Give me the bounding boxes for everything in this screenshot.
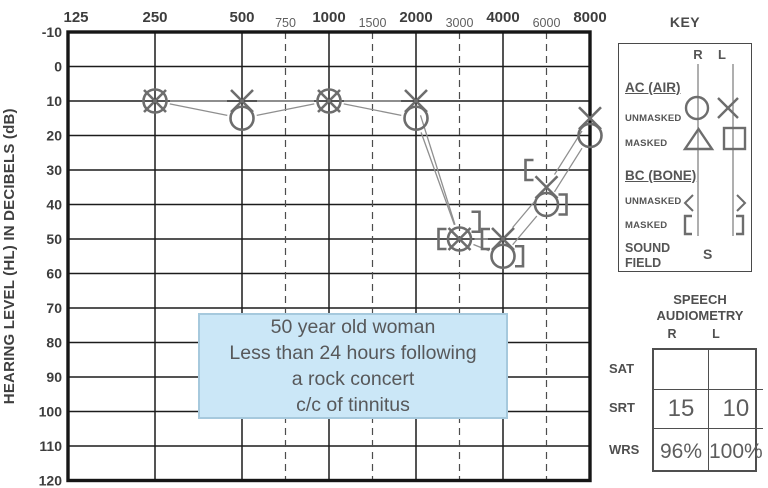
right-ear-bone-masked: [437, 158, 534, 251]
x-tick-label: 4000: [486, 9, 519, 26]
x-tick-label-interoctave: 6000: [533, 16, 561, 30]
key-ac-unmasked-right-circle-icon: [684, 95, 710, 121]
key-ac-unmasked-left-x-icon: [717, 97, 739, 119]
y-tick-label: 110: [39, 438, 62, 454]
y-tick-label: -10: [42, 24, 62, 40]
speech-row-srt-label: SRT: [609, 400, 635, 415]
speech-title-line2: AUDIOMETRY: [656, 308, 744, 323]
key-bc-heading: BC (BONE): [625, 168, 697, 183]
y-tick-label: 100: [39, 404, 63, 420]
speech-table: 15 10 96% 100%: [652, 348, 763, 472]
case-note-line-1: 50 year old woman: [270, 316, 436, 338]
key-bc-masked-right-bracket-icon: [683, 214, 692, 236]
case-note: 50 year old woman Less than 24 hours fol…: [198, 313, 508, 419]
y-tick-label: 0: [54, 59, 62, 75]
speech-title-line1: SPEECH: [673, 292, 727, 307]
speech-col-right-label: R: [667, 327, 677, 341]
x-tick-label: 2000: [399, 9, 432, 26]
key-col-left-label: L: [718, 47, 726, 62]
y-tick-label: 20: [46, 128, 62, 144]
y-tick-label: 60: [46, 266, 62, 282]
key-bc-masked-label: MASKED: [625, 220, 668, 231]
y-tick-label: 10: [46, 93, 62, 109]
y-axis-title: HEARING LEVEL (HL) IN DECIBELS (dB): [1, 108, 18, 404]
x-tick-label: 125: [63, 9, 88, 26]
wrs-right-cell: 96%: [654, 429, 709, 470]
wrs-left-cell: 100%: [709, 439, 763, 463]
y-tick-label: 70: [46, 300, 62, 316]
key-bc-unmasked-left-chevron-icon: [736, 194, 747, 212]
x-tick-label-interoctave: 750: [275, 16, 296, 30]
y-tick-label: 40: [46, 197, 62, 213]
left-ear-bone-masked: [471, 193, 568, 268]
case-note-line-2: Less than 24 hours following: [229, 342, 477, 364]
sat-left-cell: [709, 350, 763, 390]
key-sound-field-symbol: S: [703, 246, 713, 262]
key-panel: R L AC (AIR) UNMASKED MASKED BC (BONE) U…: [618, 43, 752, 272]
key-sound-field-line1: SOUND: [625, 241, 671, 255]
right-ear-air-unmasked: [142, 88, 603, 270]
case-note-line-3: a rock concert: [291, 368, 415, 390]
x-tick-label: 8000: [573, 9, 606, 26]
y-tick-label: 50: [46, 231, 62, 247]
speech-row-sat-label: SAT: [609, 361, 635, 376]
speech-title: SPEECH AUDIOMETRY: [620, 292, 768, 324]
key-ac-heading: AC (AIR): [625, 80, 681, 95]
x-tick-label: 500: [229, 9, 254, 26]
key-ac-masked-right-triangle-icon: [682, 126, 715, 151]
y-tick-label: 120: [39, 473, 63, 488]
left-ear-air-unmasked: [143, 89, 602, 251]
key-col-right-label: R: [693, 47, 703, 62]
key-title: KEY: [669, 14, 701, 30]
speech-row-wrs-label: WRS: [609, 442, 640, 457]
key-symbols: [682, 64, 747, 236]
key-ac-unmasked-label: UNMASKED: [625, 113, 682, 124]
y-tick-label: 80: [46, 335, 62, 351]
srt-right-cell: 15: [654, 390, 709, 429]
y-tick-label: 30: [46, 162, 62, 178]
x-tick-label: 250: [142, 9, 167, 26]
right-ear-air-unmasked-line: [169, 103, 583, 252]
x-tick-label: 1000: [312, 9, 345, 26]
x-tick-label-interoctave: 3000: [446, 16, 474, 30]
key-bc-masked-left-bracket-icon: [736, 214, 745, 236]
x-tick-label-interoctave: 1500: [359, 16, 387, 30]
key-ac-masked-left-square-icon: [722, 126, 747, 151]
key-ac-masked-label: MASKED: [625, 138, 668, 149]
y-tick-label: 90: [46, 369, 62, 385]
chart-border: [66, 30, 592, 483]
srt-left-cell: 10: [709, 390, 763, 429]
sat-right-cell: [654, 350, 709, 390]
left-ear-air-unmasked-line: [170, 100, 583, 240]
key-bc-unmasked-right-chevron-icon: [683, 194, 694, 212]
case-note-line-4: c/c of tinnitus: [296, 394, 410, 416]
key-sound-field-line2: FIELD: [625, 256, 662, 270]
key-bc-unmasked-label: UNMASKED: [625, 196, 682, 207]
speech-col-left-label: L: [712, 327, 720, 341]
